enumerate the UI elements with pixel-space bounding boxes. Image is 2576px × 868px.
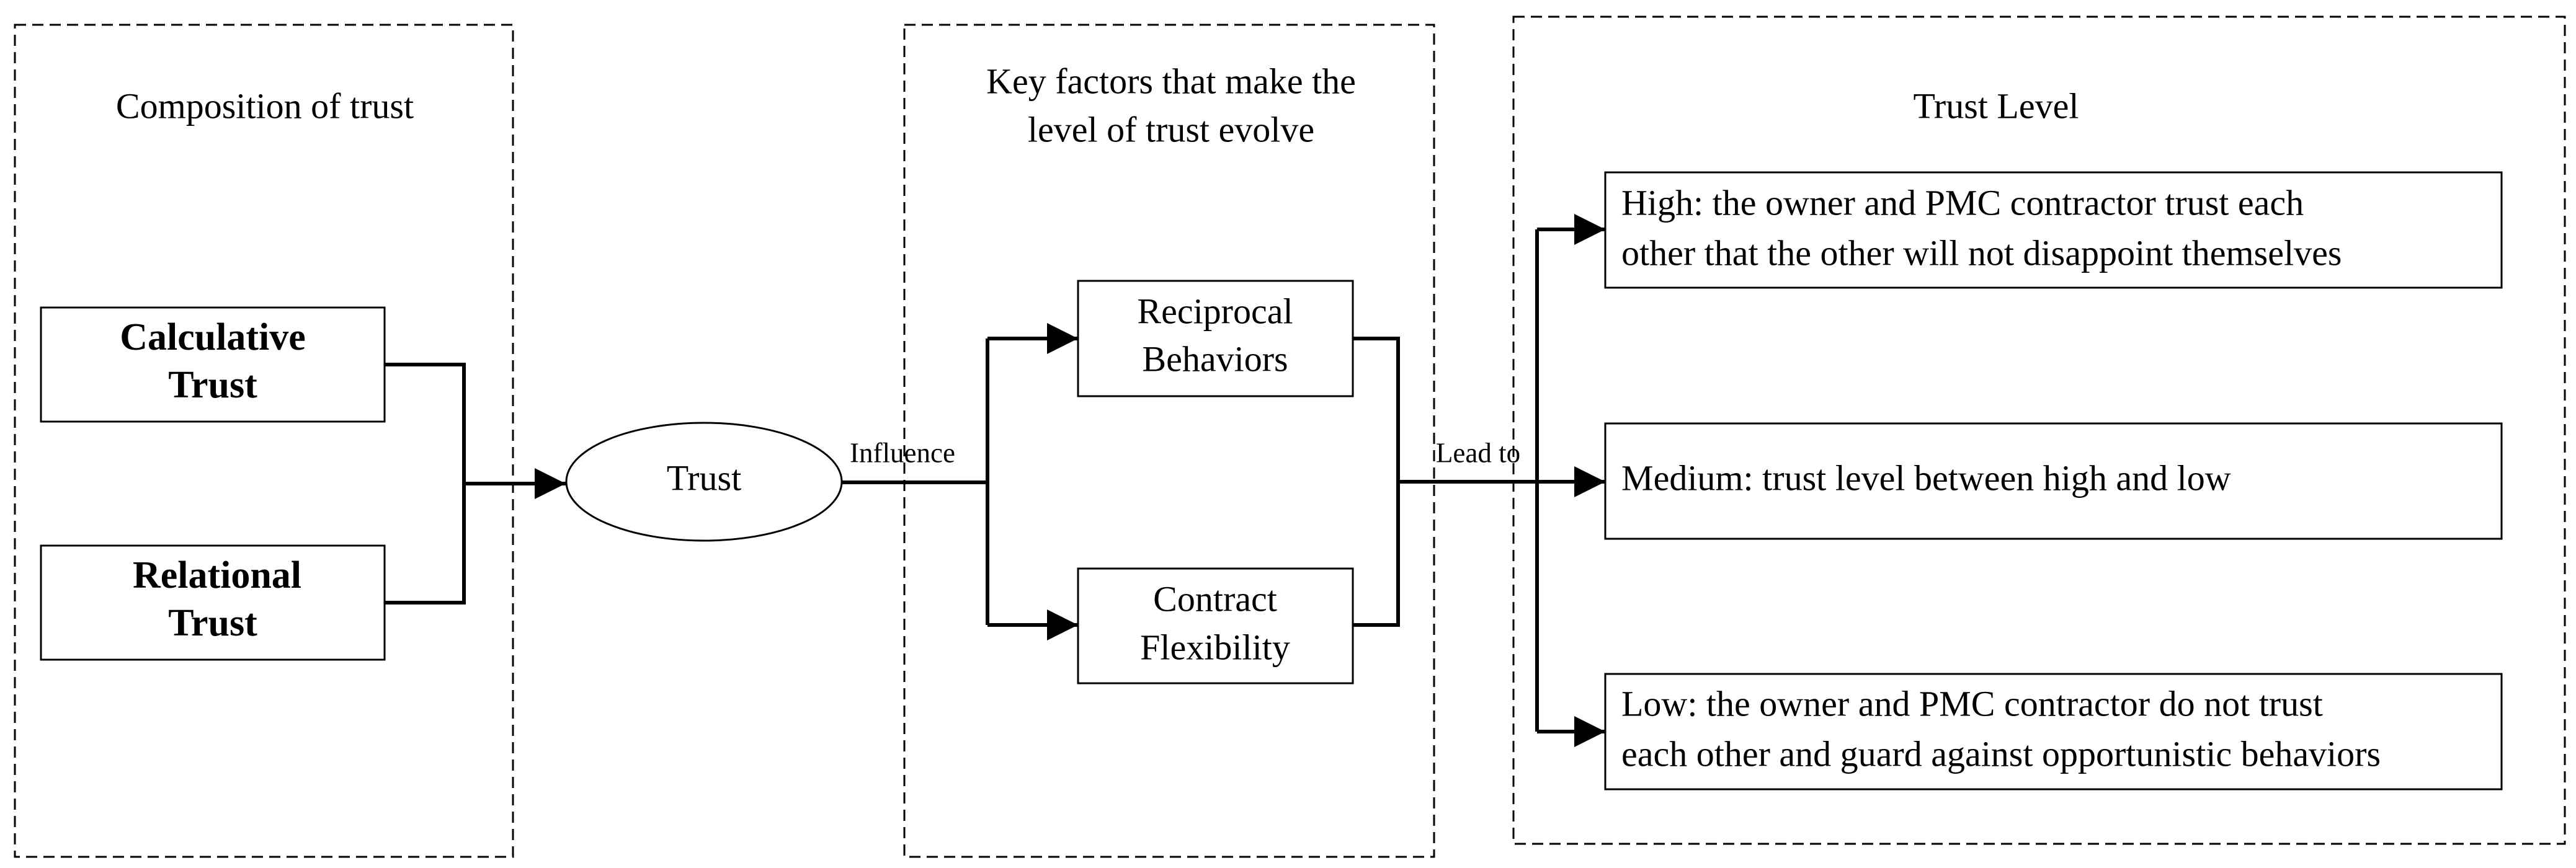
contract-flexibility-line1: Contract xyxy=(1153,578,1277,619)
trust-label: Trust xyxy=(667,458,741,498)
low-trust-level-box xyxy=(1604,673,2503,790)
high-trust-level-line2: other that the other will not disappoint… xyxy=(1621,232,2342,273)
calculative-trust-box xyxy=(40,306,386,423)
relational-trust-line1: Relational xyxy=(133,554,301,596)
high-trust-level-box xyxy=(1604,171,2503,289)
lead-to-label: Lead to xyxy=(1436,437,1520,468)
influence-label: Influence xyxy=(850,437,955,468)
high-trust-level-line1: High: the owner and PMC contractor trust… xyxy=(1621,182,2304,223)
trust-level-section-frame xyxy=(1512,16,2566,845)
relational-trust-line2: Trust xyxy=(168,602,257,644)
composition-merge-connector xyxy=(385,363,466,604)
composition-title: Composition of trust xyxy=(116,86,414,126)
calculative-trust-line1: Calculative xyxy=(120,316,306,358)
relational-trust-box xyxy=(40,544,386,661)
contract-flexibility-line2: Flexibility xyxy=(1140,627,1290,667)
low-trust-level-line1: Low: the owner and PMC contractor do not… xyxy=(1621,683,2323,724)
medium-trust-level-label: Medium: trust level between high and low xyxy=(1621,458,2231,498)
trust-ellipse xyxy=(565,422,843,542)
contract-flexibility-box xyxy=(1077,567,1354,684)
key-factors-title-line1: Key factors that make the xyxy=(986,61,1356,101)
composition-section-frame xyxy=(14,24,514,858)
key-factors-title-line2: level of trust evolve xyxy=(1028,109,1314,149)
key-factors-section-frame xyxy=(903,24,1435,858)
calculative-trust-line2: Trust xyxy=(168,364,257,406)
reciprocal-behaviors-line2: Behaviors xyxy=(1142,339,1288,379)
reciprocal-behaviors-line1: Reciprocal xyxy=(1137,291,1293,331)
reciprocal-behaviors-box xyxy=(1077,280,1354,397)
factor-merge-connector xyxy=(1353,337,1400,627)
low-trust-level-line2: each other and guard against opportunist… xyxy=(1621,733,2381,774)
trust-level-title: Trust Level xyxy=(1914,86,2079,126)
medium-trust-level-box xyxy=(1604,422,2503,540)
